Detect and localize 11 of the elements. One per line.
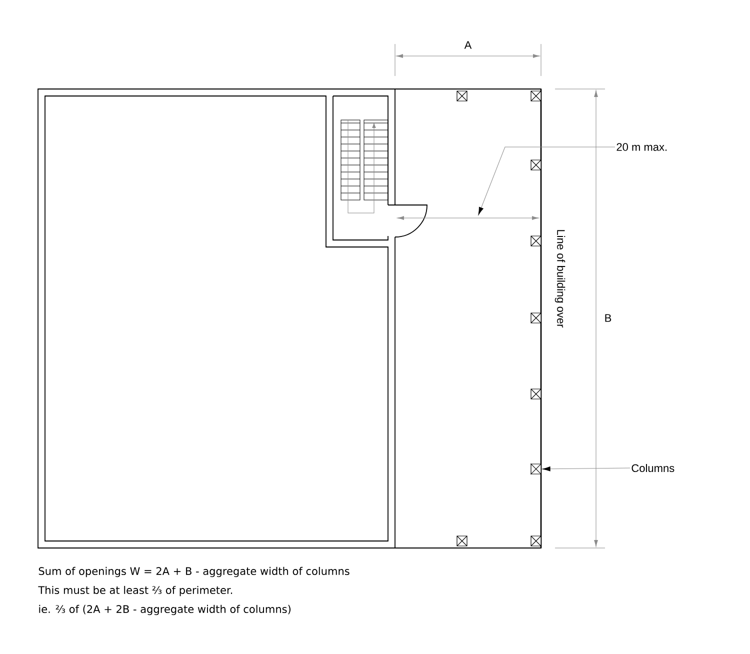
leader-line <box>478 146 616 215</box>
building-line-label: Line of building over <box>554 230 566 328</box>
dimension-label: A <box>464 41 472 49</box>
note-text: Sum of openings W = 2A + B - aggregate width of columns <box>38 566 350 578</box>
note-text: This must be at least ⅔ of perimeter. <box>38 586 232 596</box>
leader-line <box>542 466 630 472</box>
callout-text: Columns <box>632 464 674 472</box>
dimension-label: B <box>605 314 612 322</box>
column-symbol <box>530 463 542 475</box>
callout-text: 20 m max. <box>616 143 667 151</box>
note-text: ie. ⅔ of (2A + 2B - aggregate width of columns) <box>39 604 291 616</box>
